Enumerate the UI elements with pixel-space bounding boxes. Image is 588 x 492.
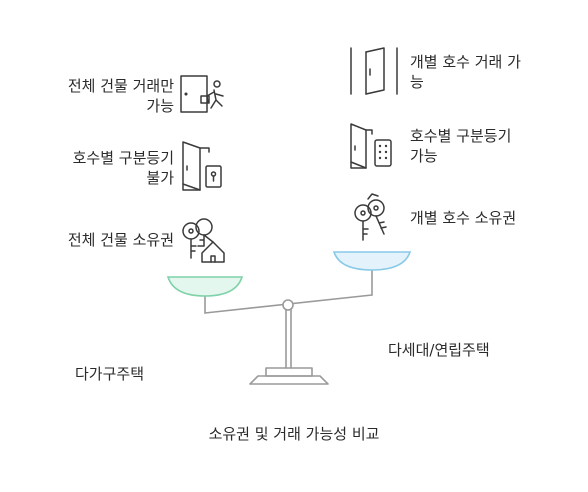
open-doorway-icon	[350, 47, 398, 95]
door-with-keypad-icon	[350, 123, 392, 169]
left-item-label-registration: 호수별 구분등기 불가	[72, 149, 174, 187]
door-with-lock-icon	[182, 141, 222, 191]
diagram-caption: 소유권 및 거래 가능성 비교	[208, 425, 380, 443]
scale-base	[265, 367, 313, 377]
left-item-label-ownership: 전체 건물 소유권	[67, 231, 174, 249]
keys-icon	[354, 193, 387, 241]
keys-with-house-tag-icon	[182, 218, 225, 263]
right-item-label-ownership: 개별 호수 소유권	[410, 209, 517, 227]
right-item-label-transaction: 개별 호수 거래 가 능	[410, 53, 521, 91]
right-pan	[332, 251, 412, 271]
pivot-knob	[282, 299, 294, 311]
left-pan-label: 다가구주택	[75, 365, 145, 383]
person-exiting-door-icon	[180, 75, 224, 113]
left-item-label-transaction: 전체 건물 거래만 가능	[67, 77, 174, 115]
right-item-label-registration: 호수별 구분등기 가능	[410, 127, 512, 165]
right-pan-label: 다세대/연립주택	[388, 341, 490, 359]
scale-pillar	[285, 304, 292, 369]
left-pan	[166, 276, 244, 297]
